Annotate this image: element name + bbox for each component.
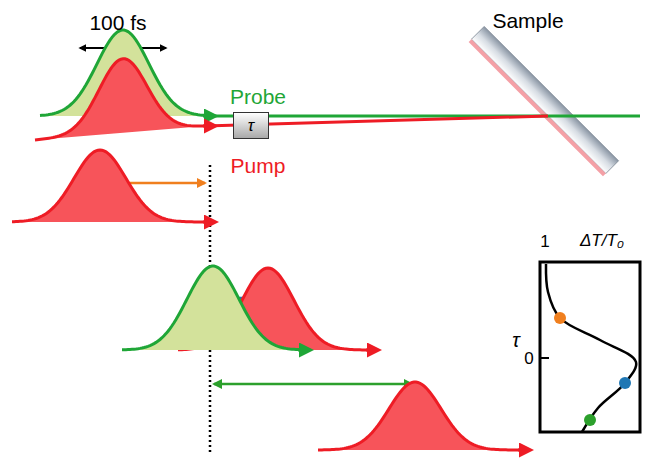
axis-tick (540, 357, 549, 359)
pump-pulse-outline (35, 59, 205, 140)
sample-label: Sample (492, 10, 563, 31)
pump-pulse-fill (35, 59, 205, 140)
pump-pulse-arrowhead (203, 221, 207, 224)
graph-frame (540, 262, 640, 432)
delay-arrow (214, 383, 412, 386)
delay-marker (584, 414, 596, 426)
pump-label: Pump (231, 155, 286, 176)
delay-stage-box: τ (233, 112, 269, 139)
axis-title: τ (512, 330, 519, 350)
probe-pulse-arrowhead (298, 349, 302, 352)
pump-pulse-outline (318, 382, 520, 450)
sample-slab (469, 26, 619, 176)
pump-pulse-fill (12, 150, 205, 222)
axis-value: 0 (524, 350, 533, 367)
axis-title: ΔT/T₀ (580, 232, 624, 249)
pump-pulse-fill (318, 382, 520, 450)
delay-marker (619, 377, 631, 389)
delay-marker (554, 312, 566, 324)
response-curve (546, 264, 636, 432)
pump-pulse-outline (12, 150, 204, 222)
axis-value: 1 (540, 233, 549, 250)
probe-pulse-arrowhead (203, 115, 207, 118)
duration-label: 100 fs (89, 12, 146, 33)
probe-pulse-fill (122, 266, 300, 350)
probe-beam (205, 115, 640, 118)
pump-pulse-arrowhead (366, 349, 370, 352)
probe-label: Probe (230, 86, 286, 107)
probe-pulse-outline (122, 266, 300, 350)
delay-symbol: τ (248, 117, 254, 134)
pump-pulse-arrowhead (518, 449, 522, 452)
pump-pulse-arrowhead (203, 125, 207, 128)
